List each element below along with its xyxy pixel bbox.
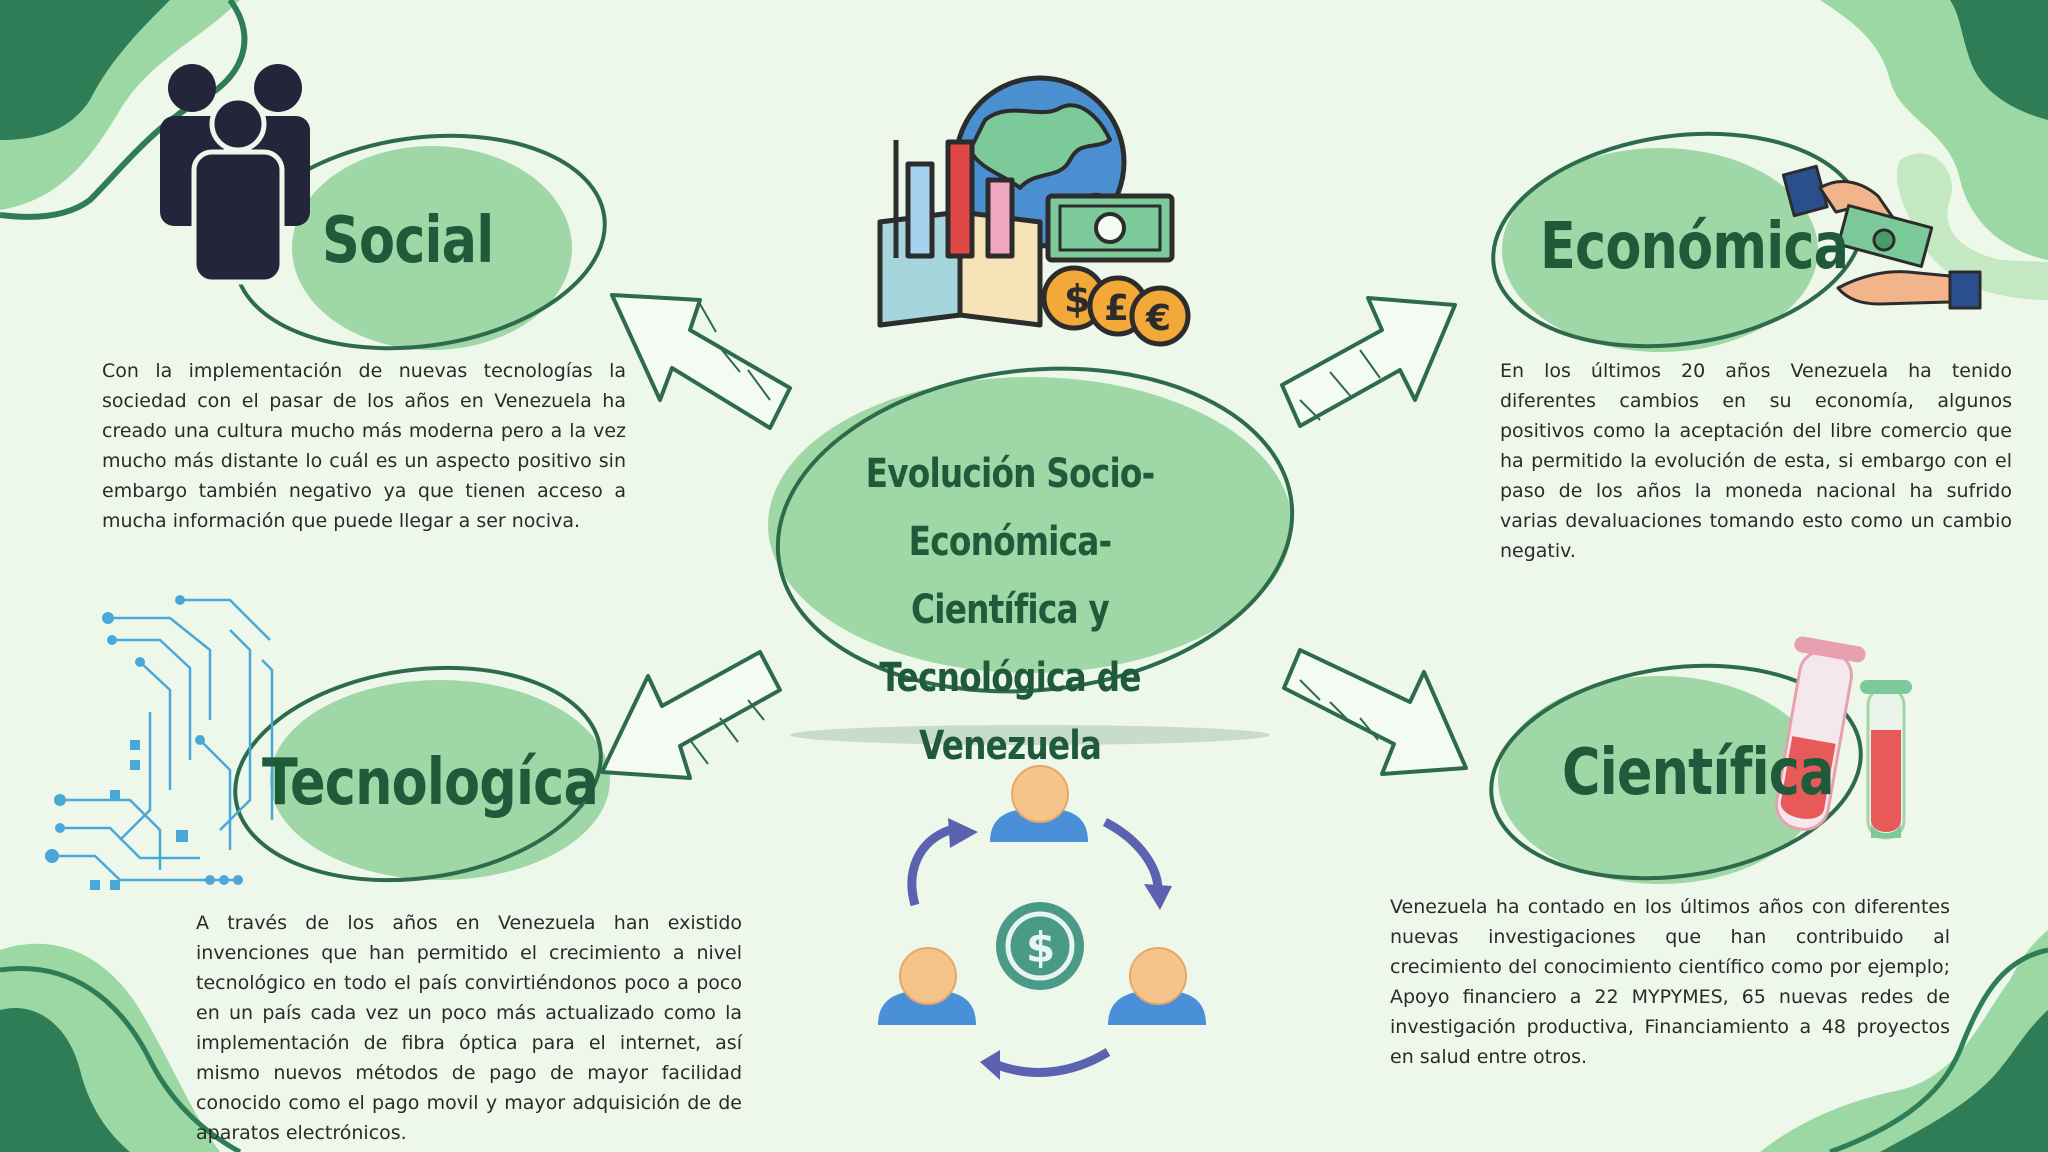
economica-text: En los últimos 20 años Venezuela ha teni…: [1500, 360, 2012, 562]
blob-bottom-right-ribbon: [1829, 947, 2048, 1152]
center-title-line-2: Económica- Científica y: [908, 519, 1113, 633]
cientifica-ellipse: [1489, 663, 1863, 884]
blob-top-right-dark: [1950, 0, 2048, 120]
money-exchange-hands-icon: [1781, 164, 1982, 310]
blob-bottom-left-dark: [0, 1008, 130, 1152]
blob-bottom-right-dark: [1880, 1010, 2048, 1152]
arrow-to-social: [610, 293, 792, 430]
tecnologica-ellipse: [233, 665, 610, 883]
arrow-to-tecnologica: [600, 650, 782, 780]
test-tubes-icon: [1775, 636, 1912, 840]
blob-top-right-pale: [1896, 153, 2048, 300]
circuit-nodes: [45, 595, 243, 890]
economica-heading: Económica: [1540, 210, 1849, 284]
arrow-to-economica: [1280, 296, 1457, 428]
people-cycle-dollar-icon: [878, 765, 1206, 1080]
blob-bottom-left-ribbon: [0, 966, 242, 1152]
tecnologica-heading: Tecnologíca: [262, 746, 599, 820]
center-title-line-1: Evolución Socio-: [865, 451, 1156, 497]
dollar-icon: $: [1026, 923, 1055, 972]
social-heading: Social: [322, 204, 494, 278]
circuit-board-icon: [52, 598, 274, 882]
euro-coin-symbol: €: [1145, 298, 1171, 339]
social-text: Con la implementación de nuevas tecnolog…: [102, 360, 626, 532]
tecnologica-text: A través de los años en Venezuela han ex…: [196, 912, 742, 1144]
blob-top-left-dark: [0, 0, 170, 140]
blob-top-left-ribbon: [0, 0, 248, 220]
center-title: Evolución Socio- Económica- Científica y…: [790, 440, 1230, 780]
cientifica-text: Venezuela ha contado en los últimos años…: [1390, 896, 1950, 1068]
pound-coin-symbol: £: [1104, 288, 1129, 329]
center-title-line-3: Tecnológica de Venezuela: [879, 655, 1141, 769]
globe-chart-money-icon: [877, 75, 1191, 347]
center-ellipse: [768, 366, 1295, 745]
cientifica-heading: Científica: [1562, 736, 1834, 810]
dollar-coin-symbol: $: [1064, 277, 1090, 321]
people-icon: [160, 64, 310, 285]
arrow-to-cientifica: [1282, 648, 1468, 776]
